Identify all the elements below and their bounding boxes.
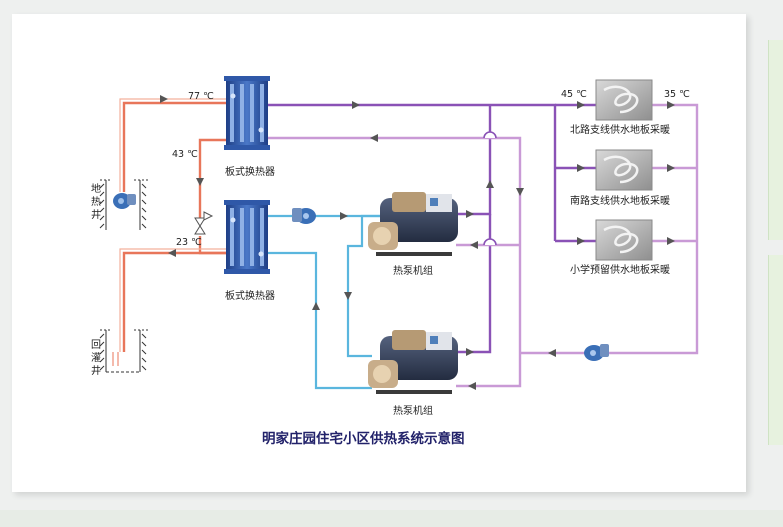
arrow-return-down [516,188,524,196]
flow-arrows [160,95,675,390]
diagram-title: 明家庄园住宅小区供热系统示意图 [262,430,465,447]
arrow-branch-s-out [667,164,675,172]
well-supply-char-1: 地 [91,182,101,195]
arrow-return-main [548,349,556,357]
pipe-crossovers [483,131,497,246]
temp-77: 77 ℃ [188,91,214,102]
temp-45: 45 ℃ [561,89,587,100]
cold-circulation-pump [292,208,316,224]
cold-water-pipes [268,214,380,390]
well-return-char-1: 回 [91,339,101,351]
arrow-branch-school [577,237,585,245]
branch-south-label: 南路支线供水地板采暖 [570,194,670,207]
plate-heat-exchanger-upper [224,76,270,150]
arrow-branch-s [577,164,585,172]
well-return-char-3: 井 [91,364,101,377]
side-panel-edge [768,40,783,240]
arrow-cold-up [312,302,320,310]
well-return-char-2: 灌 [91,352,101,364]
heat-pump-unit-lower [368,330,458,394]
arrow-return-hp1 [470,241,478,249]
heat-pump-unit-upper [368,192,458,256]
arrow-cold-1 [340,212,348,220]
floor-heating-panel-school [595,219,653,261]
hx-upper-label: 板式换热器 [225,165,275,178]
floor-heating-panel-north [595,79,653,121]
arrow-43-down [196,178,204,186]
geothermal-hot-pipes [122,101,226,352]
floor-heating-panel-south [595,149,653,191]
arrow-return-hp2 [468,382,476,390]
return-well [99,329,148,373]
arrow-hp1-out [466,210,474,218]
arrow-23-out [168,249,176,257]
arrow-branch-n-out [667,101,675,109]
temp-43: 43 ℃ [172,149,198,160]
temp-23: 23 ℃ [176,237,202,248]
well-supply-char-3: 井 [91,208,101,221]
temp-35: 35 ℃ [664,89,690,100]
arrow-hot-in [160,95,168,103]
branch-school-label: 小学预留供水地板采暖 [570,263,670,276]
bottom-panel-edge [0,510,783,527]
branch-north-label: 北路支线供水地板采暖 [570,123,670,136]
arrow-supply-1 [352,101,360,109]
arrow-hp2-out [466,348,474,356]
valve-icon [194,211,214,235]
supply-well [99,179,148,230]
side-panel-edge-lower [768,255,783,445]
well-supply-char-2: 热 [91,195,101,208]
supply-well-pump [113,193,136,209]
arrow-branch-n [577,101,585,109]
hp-lower-label: 热泵机组 [393,404,433,417]
hp-upper-label: 热泵机组 [393,264,433,277]
plate-heat-exchanger-lower [224,200,270,274]
arrow-return-1 [370,134,378,142]
return-circulation-pump [584,344,609,361]
arrow-branch-school-out [667,237,675,245]
geothermal-hot-pipes-light [119,98,226,352]
arrow-supply-up [486,180,494,188]
arrow-cold-down [344,292,352,300]
hx-lower-label: 板式换热器 [225,289,275,302]
